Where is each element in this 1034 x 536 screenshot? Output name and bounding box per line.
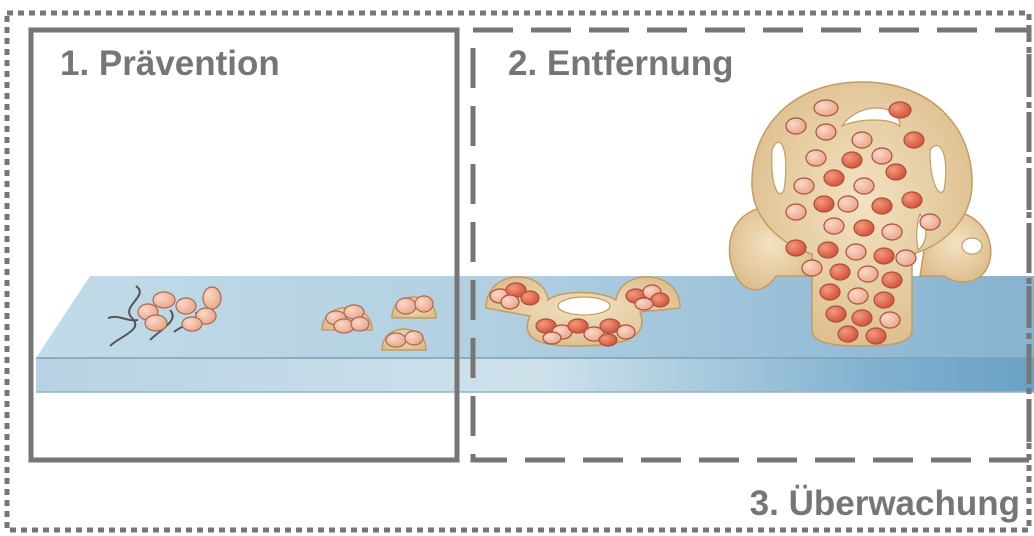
- prevention-frame: [31, 30, 457, 460]
- removal-label: 2. Entfernung: [508, 46, 734, 81]
- surface-front: [36, 358, 1034, 392]
- monitoring-label: 3. Überwachung: [750, 486, 1020, 521]
- prevention-label: 1. Prävention: [60, 46, 280, 81]
